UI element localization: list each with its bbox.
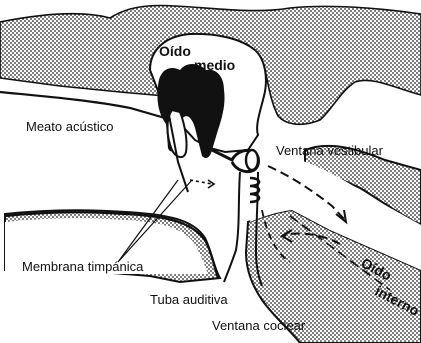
label-meato-acustico: Meato acústico — [26, 119, 113, 134]
eustachian-tube-left-wall — [224, 172, 240, 282]
label-ventana-vestibular: Ventana vestibular — [276, 143, 384, 158]
label-ventana-coclear: Ventana coclear — [212, 318, 306, 333]
stapes-footplate — [246, 150, 258, 170]
label-oido-medio-line1: Oído — [159, 43, 191, 59]
label-oido-medio-line2: medio — [194, 57, 235, 73]
ear-canal-upper-edge — [0, 92, 165, 118]
label-tuba-auditiva: Tuba auditiva — [150, 292, 228, 307]
label-membrana-timpanica: Membrana timpánica — [22, 259, 144, 274]
